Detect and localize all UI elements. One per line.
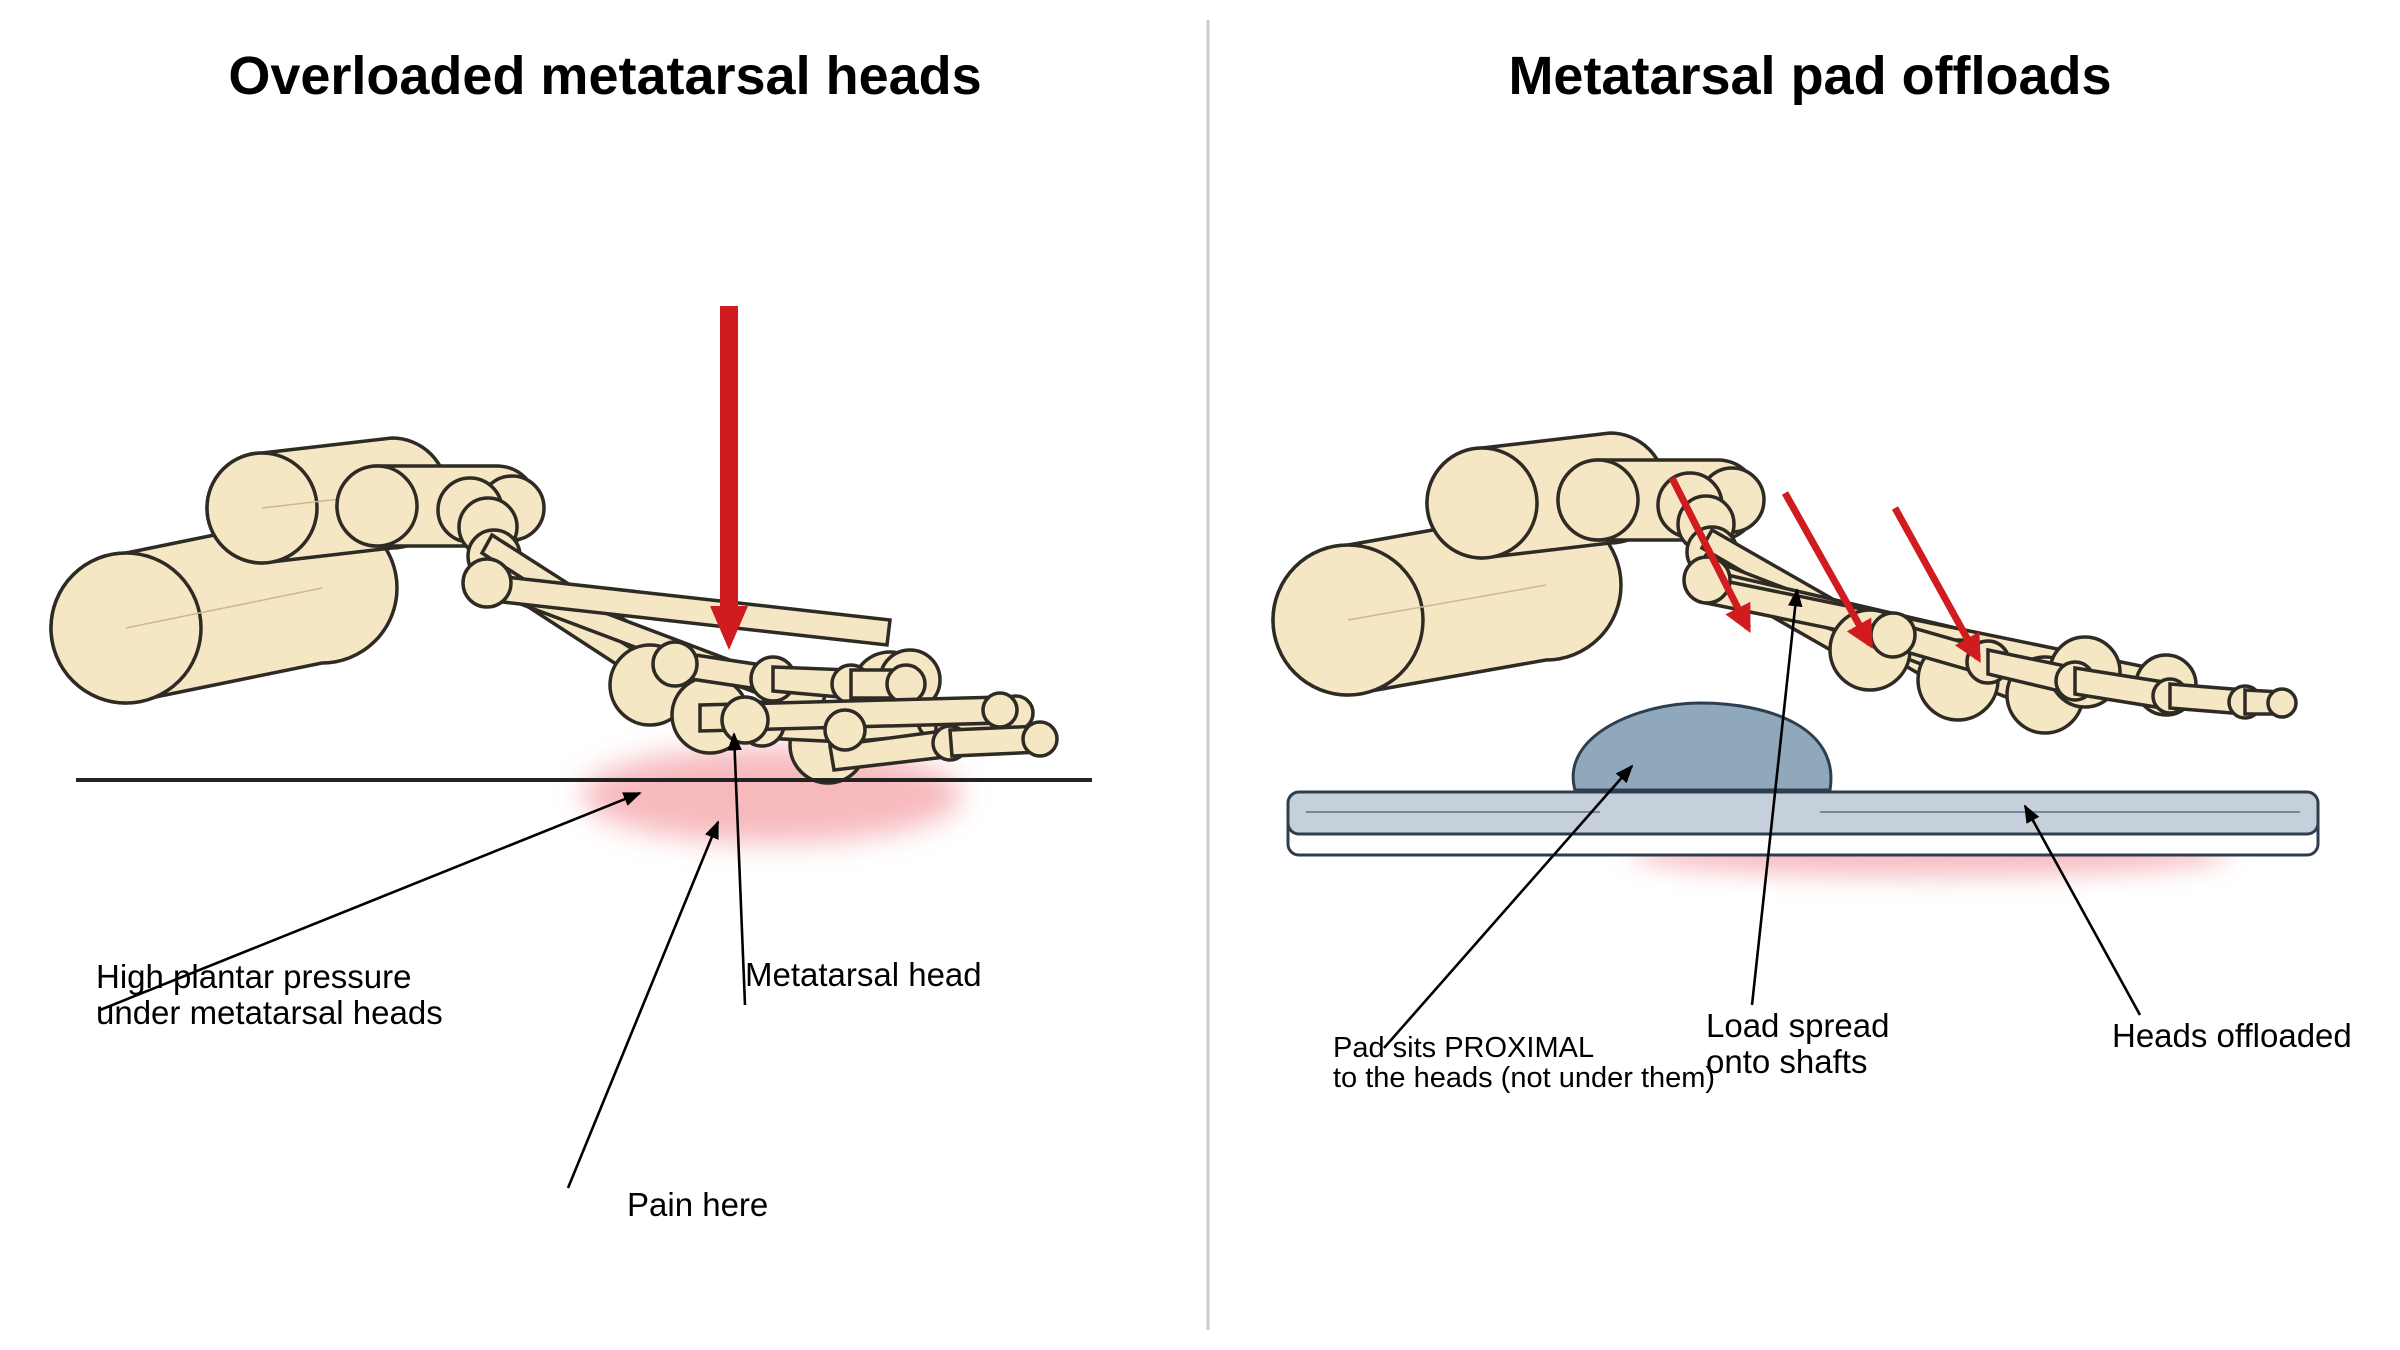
load-spread-arrows bbox=[1668, 476, 1982, 663]
right-panel-title: Metatarsal pad offloads bbox=[1508, 46, 2111, 106]
left-panel: High plantar pressure under metatarsal h… bbox=[49, 306, 1092, 1223]
load-arrow-1 bbox=[1668, 476, 1752, 633]
pressure-leader bbox=[99, 791, 642, 1012]
plantar-pressure-glow bbox=[582, 747, 962, 843]
left-panel-title: Overloaded metatarsal heads bbox=[228, 46, 981, 106]
left-foot-skeleton bbox=[49, 436, 1059, 785]
metatarsal-pad bbox=[1571, 701, 1833, 792]
load-arrow-2 bbox=[1781, 491, 1874, 649]
load-arrow-3 bbox=[1891, 506, 1982, 663]
insole bbox=[1286, 790, 2320, 857]
pad-leader bbox=[1383, 764, 1634, 1049]
offloaded-label: Heads offloaded bbox=[2112, 1017, 2352, 1054]
right-foot-skeleton bbox=[1271, 431, 2298, 735]
pressure-label-line1: High plantar pressure bbox=[96, 958, 412, 995]
pain-leader bbox=[566, 820, 720, 1189]
pad-label-line1: Pad sits PROXIMAL bbox=[1333, 1032, 1594, 1064]
load-leader bbox=[1750, 588, 1803, 1006]
right-panel: Pad sits PROXIMAL to the heads (not unde… bbox=[1271, 431, 2352, 1094]
metatarsal-head-label: Metatarsal head bbox=[745, 956, 982, 993]
pain-label: Pain here bbox=[627, 1186, 768, 1223]
offloaded-leader bbox=[2023, 804, 2142, 1016]
metatarsal-head-leader bbox=[727, 732, 747, 1006]
vertical-load-arrow bbox=[710, 306, 748, 650]
load-label-line2: onto shafts bbox=[1706, 1043, 1867, 1080]
pad-label-line2: to the heads (not under them) bbox=[1333, 1062, 1715, 1094]
pressure-label-line2: under metatarsal heads bbox=[96, 994, 443, 1031]
load-label-line1: Load spread bbox=[1706, 1007, 1889, 1044]
